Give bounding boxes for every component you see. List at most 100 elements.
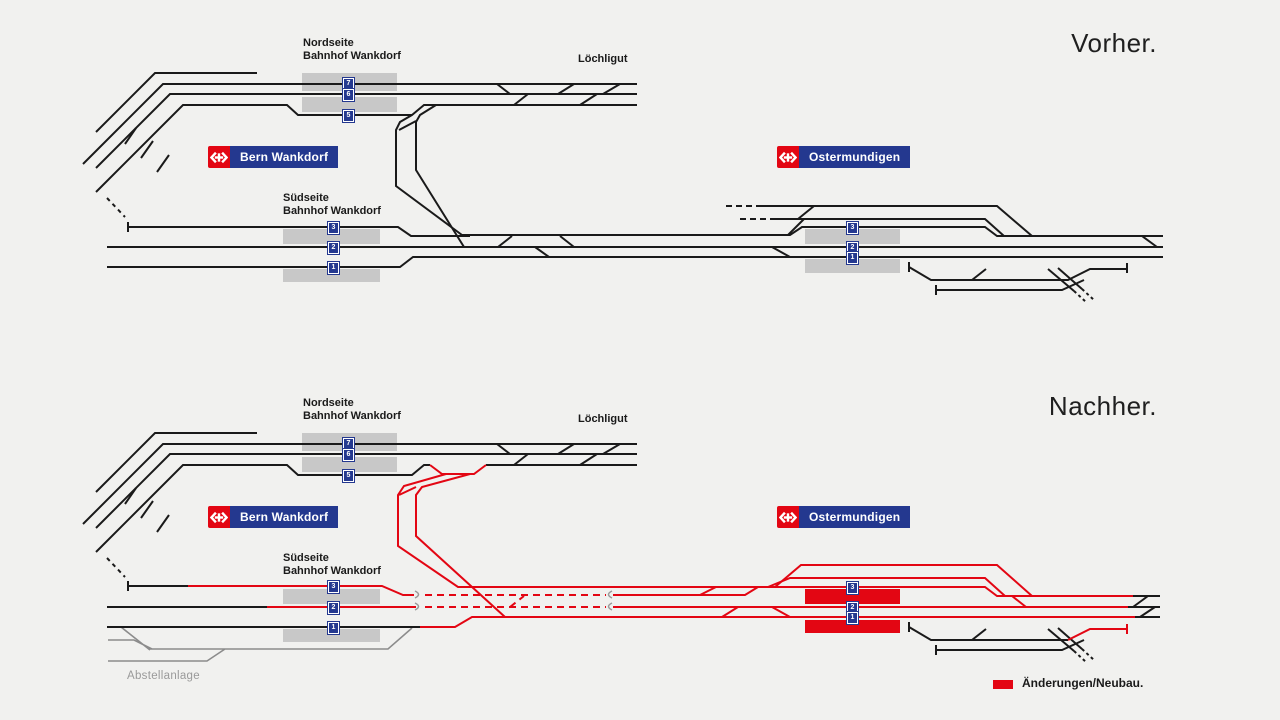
track — [770, 218, 1005, 237]
nordseite-label-line1: Nordseite — [303, 37, 354, 49]
new-connecting-curve — [397, 473, 1133, 597]
sbb-logo-icon — [777, 506, 799, 528]
siding-tracks — [908, 262, 1128, 295]
new-track — [420, 616, 1135, 628]
yard-tracks — [108, 626, 413, 662]
gap-marker — [607, 602, 613, 611]
gap-marker — [414, 590, 420, 599]
track-diagram-after — [82, 432, 1160, 663]
new-track — [188, 585, 414, 596]
crossover — [699, 586, 791, 618]
track — [95, 464, 430, 553]
crossover — [496, 83, 621, 106]
crossover — [497, 235, 575, 258]
platform-marker: 3 — [328, 222, 339, 234]
connecting-curve-track — [395, 114, 1163, 237]
sbb-logo-icon — [208, 146, 230, 168]
dashed-track — [106, 557, 126, 578]
siding-tracks — [1047, 267, 1083, 292]
platform-marker: 2 — [328, 602, 339, 614]
platform — [283, 589, 380, 604]
station-sign-bern-wankdorf: Bern Wankdorf — [208, 506, 339, 528]
station-sign-label: Ostermundigen — [799, 506, 911, 528]
tracks-new — [188, 464, 1135, 641]
platforms-existing — [283, 433, 397, 642]
tracks-existing — [82, 72, 1163, 303]
connecting-curve-track — [415, 104, 465, 248]
platform — [805, 259, 900, 273]
platform-marker: 5 — [343, 110, 354, 122]
platform-marker: 6 — [343, 89, 354, 101]
new-track — [767, 577, 1006, 597]
crossover — [124, 127, 170, 173]
platform — [805, 229, 900, 244]
legend: Änderungen/Neubau. — [993, 676, 1143, 690]
crossover — [771, 246, 791, 258]
station-sign-label: Bern Wankdorf — [230, 506, 339, 528]
nordseite-label-line1: Nordseite — [303, 397, 354, 409]
dashed-track — [106, 197, 126, 218]
before-title: Vorher. — [1071, 28, 1157, 58]
platform — [283, 229, 380, 244]
track — [95, 72, 257, 133]
legend-swatch-new-track — [993, 679, 1013, 689]
station-sign-label: Ostermundigen — [799, 146, 911, 168]
loechligut-label: Löchligut — [578, 413, 628, 425]
track — [95, 104, 637, 193]
track — [95, 93, 637, 169]
platform-new — [805, 589, 900, 604]
platform-marker: 1 — [328, 262, 339, 274]
abstellanlage-label: Abstellanlage — [127, 670, 200, 682]
track — [82, 443, 637, 525]
track-diagram-before — [82, 72, 1163, 303]
legend-label: Änderungen/Neubau. — [1022, 676, 1144, 690]
platform-marker: 6 — [343, 449, 354, 461]
platforms-existing — [283, 73, 900, 282]
station-sign-ostermundigen: Ostermundigen — [777, 146, 911, 168]
loechligut-label: Löchligut — [578, 53, 628, 65]
platform-marker: 1 — [328, 622, 339, 634]
crossover — [1141, 235, 1158, 248]
dashed-new-track — [425, 594, 606, 608]
nordseite-label-line2: Bahnhof Wankdorf — [303, 409, 401, 422]
new-track — [774, 564, 1033, 597]
platform-marker: 2 — [328, 242, 339, 254]
track — [107, 256, 1163, 268]
platforms-new — [805, 589, 900, 633]
crossover — [124, 487, 170, 533]
new-siding-track — [1067, 624, 1128, 641]
track — [95, 453, 637, 529]
crossover — [1011, 595, 1027, 608]
crossover — [496, 443, 621, 466]
gap-marker — [607, 590, 613, 599]
track — [82, 83, 637, 165]
tracks-existing — [82, 432, 1160, 663]
station-sign-ostermundigen: Ostermundigen — [777, 506, 911, 528]
track — [128, 226, 470, 237]
suedseite-label-line1: Südseite — [283, 552, 329, 564]
crossover — [787, 205, 815, 236]
track — [95, 432, 257, 493]
sbb-logo-icon — [208, 506, 230, 528]
sbb-logo-icon — [777, 146, 799, 168]
platform — [283, 269, 380, 282]
crossover — [398, 120, 417, 131]
platform-marker: 1 — [847, 252, 858, 264]
crossover — [398, 486, 417, 496]
platform — [302, 457, 397, 472]
station-sign-label: Bern Wankdorf — [230, 146, 339, 168]
siding-tracks — [908, 622, 1085, 655]
dashed-track — [1073, 648, 1095, 663]
suedseite-label-line2: Bahnhof Wankdorf — [283, 204, 381, 217]
platform-new — [805, 620, 900, 633]
station-sign-bern-wankdorf: Bern Wankdorf — [208, 146, 339, 168]
new-track — [613, 586, 759, 596]
new-track — [429, 464, 487, 475]
gap-marker — [414, 602, 420, 611]
